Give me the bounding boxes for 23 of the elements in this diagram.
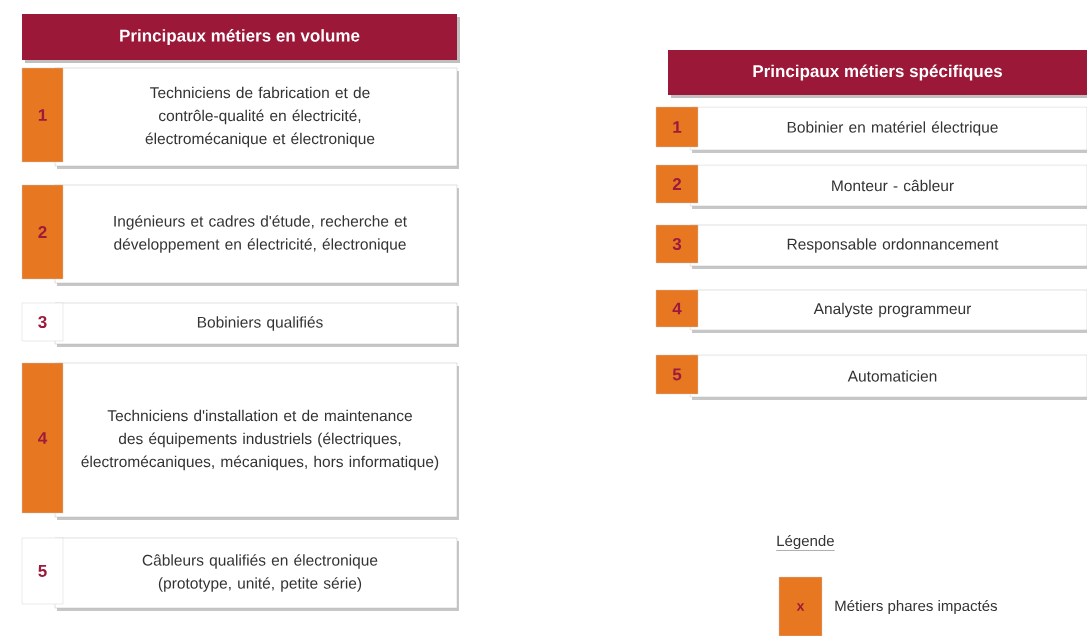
legend-heading: Légende	[776, 534, 835, 551]
number-badge: 1	[655, 106, 699, 148]
number-badge: 1	[21, 67, 64, 163]
swatch-mark: x	[796, 603, 805, 611]
list-item-box: Ingénieurs et cadres d'étude, recherche et développement en électricité, électronique	[54, 184, 459, 286]
legend-label: Métiers phares impactés	[835, 599, 997, 615]
title-bar: Principaux métiers en volume	[22, 14, 460, 63]
list-item-box: Techniciens de fabrication et de contrôle-qualité en électricité, électromécanique et électronique	[54, 67, 459, 169]
list-item-box: Techniciens d'installation et de maintenance des équipements industriels (électriques, électromécaniques, mécaniques, hors informatique)	[54, 362, 459, 520]
number-badge: 5	[21, 537, 64, 605]
title-bar: Principaux métiers spécifiques	[668, 50, 1087, 98]
list-item-box: Bobinier en matériel électrique	[689, 106, 1087, 153]
number-badge: 5	[655, 354, 699, 395]
list-item-box: Automaticien	[689, 354, 1087, 400]
number-badge: 2	[21, 184, 64, 280]
list-item-box: Monteur - câbleur	[689, 164, 1087, 209]
number-badge: 3	[21, 302, 64, 342]
number-badge: 3	[655, 224, 699, 264]
number-badge: 4	[655, 289, 699, 328]
number-badge: 2	[655, 164, 699, 204]
list-item-box: Analyste programmeur	[689, 289, 1087, 333]
list-item-box: Responsable ordonnancement	[689, 224, 1087, 269]
number-badge: 4	[21, 362, 64, 514]
